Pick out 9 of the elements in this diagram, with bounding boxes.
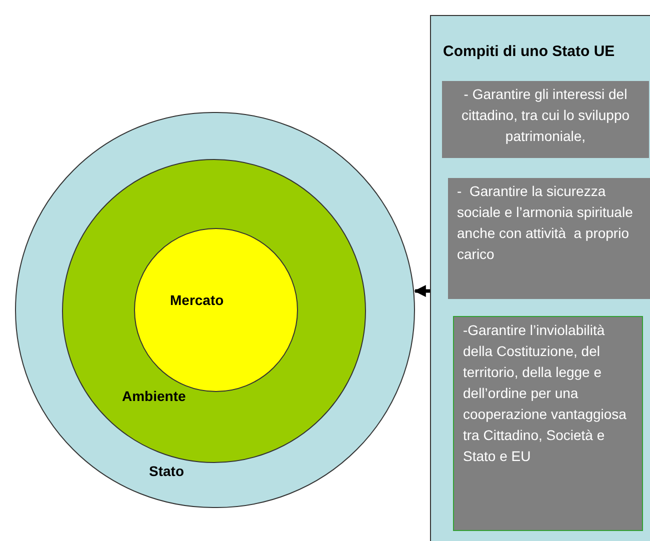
- circle-label: Ambiente: [122, 389, 186, 403]
- arrow: [414, 285, 430, 297]
- circle-label: Mercato: [170, 293, 224, 307]
- task-panel: [430, 15, 650, 541]
- circle-label: Stato: [149, 464, 184, 478]
- panel-heading: Compiti di uno Stato UE: [443, 42, 615, 62]
- task-box: -Garantire l’inviolabilità della Costituzione, del territorio, della legge e dell’ordine per una cooperazione vantaggiosa tra Cittadino, Società e Stato e EU: [453, 316, 643, 531]
- task-box: - Garantire gli interessi del cittadino, tra cui lo sviluppo patrimoniale,: [442, 81, 649, 158]
- task-box: - Garantire la sicurezza sociale e l’armonia spirituale anche con attività a proprio carico: [448, 178, 650, 299]
